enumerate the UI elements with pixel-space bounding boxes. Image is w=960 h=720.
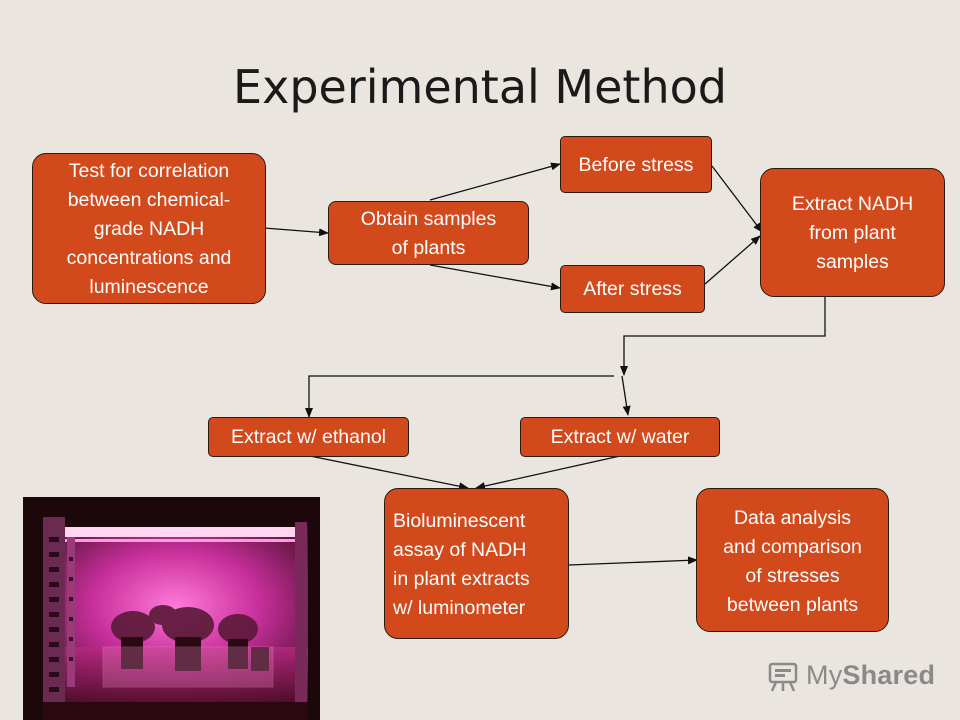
arrow-after-to-extract [705,236,760,284]
arrow-split-to-ethanol [309,376,614,417]
grow-chamber-photo [23,497,320,720]
arrow-before-to-extract [712,166,762,232]
box-bioluminescent-assay: Bioluminescent assay of NADH in plant ex… [384,488,569,639]
box-extract-nadh: Extract NADH from plant samples [760,168,945,297]
box-correlation-test: Test for correlation between chemical- g… [32,153,266,304]
logo-text-light: My [806,660,842,690]
projector-icon [766,658,802,694]
logo-text-bold: Shared [842,660,935,690]
arrow-assay-to-analysis [569,560,697,565]
box-after-stress: After stress [560,265,705,313]
myshared-logo: MyShared [766,656,936,696]
arrow-obtain-to-after [430,265,560,288]
box-extract-ethanol: Extract w/ ethanol [208,417,409,457]
arrow-ethanol-to-assay [310,456,468,488]
arrow-test-to-obtain [264,228,328,233]
box-obtain-samples: Obtain samples of plants [328,201,529,265]
box-data-analysis: Data analysis and comparison of stresses… [696,488,889,632]
box-extract-water: Extract w/ water [520,417,720,457]
arrow-split-to-water [622,376,628,415]
box-before-stress: Before stress [560,136,712,193]
logo-text: MyShared [806,660,935,691]
arrow-water-to-assay [476,456,620,488]
arrow-obtain-to-before [430,164,560,200]
